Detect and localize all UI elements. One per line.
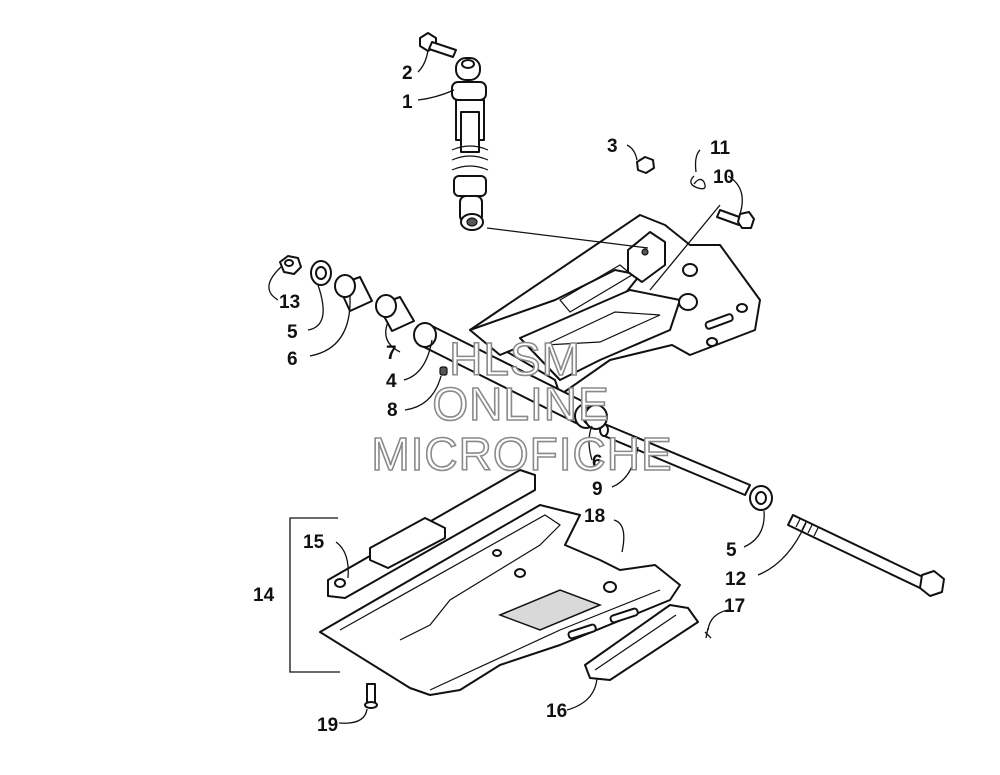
callout-6-mid: 6 xyxy=(592,452,603,473)
callout-12: 12 xyxy=(725,569,746,590)
leader-lines xyxy=(268,49,807,724)
callout-9: 9 xyxy=(592,479,603,500)
watermark: HLSM ONLINE MICROFICHE xyxy=(371,332,673,481)
callout-2: 2 xyxy=(402,63,413,84)
callout-14-bracket xyxy=(289,517,340,673)
callout-4: 4 xyxy=(386,371,397,392)
skid-assembly xyxy=(319,469,712,709)
callout-10: 10 xyxy=(713,167,734,188)
callout-5-bottom: 5 xyxy=(726,540,737,561)
callout-11: 11 xyxy=(710,138,731,159)
watermark-line-2: ONLINE xyxy=(432,378,609,430)
callout-16: 16 xyxy=(546,701,567,722)
callout-17: 17 xyxy=(724,596,745,617)
callout-3: 3 xyxy=(607,136,618,157)
swing-arm xyxy=(413,214,761,429)
callout-15: 15 xyxy=(303,532,325,553)
callout-1: 1 xyxy=(402,92,413,113)
callout-13: 13 xyxy=(279,292,300,313)
shock-absorber xyxy=(419,32,489,231)
hardware xyxy=(279,156,945,597)
callout-6-top: 6 xyxy=(287,349,298,370)
callout-7: 7 xyxy=(386,343,397,364)
callout-5-top: 5 xyxy=(287,322,298,343)
callout-labels: 2 1 3 11 10 13 5 6 7 4 8 6 9 18 15 5 12 … xyxy=(253,63,746,736)
callout-14: 14 xyxy=(253,585,275,606)
callout-8: 8 xyxy=(387,400,398,421)
callout-19: 19 xyxy=(317,715,338,736)
watermark-line-3: MICROFICHE xyxy=(371,428,672,480)
watermark-line-1: HLSM xyxy=(449,333,581,385)
callout-18: 18 xyxy=(584,506,605,527)
